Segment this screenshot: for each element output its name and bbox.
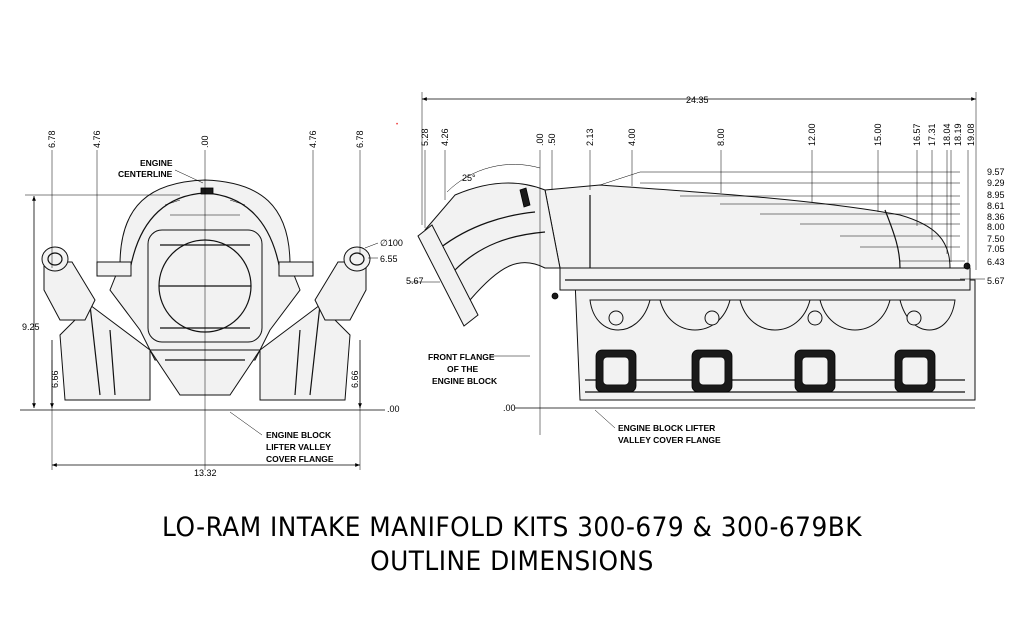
side-dim-7-50: 7.50 (987, 234, 1005, 244)
side-dim-18-04: 18.04 (942, 123, 952, 146)
side-dim-angle: 25° (462, 173, 476, 183)
front-dim-left-side: 6.66 (50, 370, 60, 388)
front-view-dimension-lines (20, 150, 385, 470)
side-dim-zero-top: .00 (535, 133, 545, 146)
front-flange-note-1: ENGINE BLOCK (266, 430, 332, 440)
side-view-ports (589, 299, 956, 393)
drawing-subtitle: OUTLINE DIMENSIONS (370, 546, 654, 577)
side-dim-2-13: 2.13 (585, 128, 595, 146)
side-dim-length: 24.35 (686, 95, 709, 105)
front-dim-width: 13.32 (194, 468, 217, 478)
side-dim-zero: .00 (503, 403, 516, 413)
side-dim-5-28: 5.28 (420, 128, 430, 146)
side-dim-17-31: 17.31 (927, 123, 937, 146)
side-dim-9-57: 9.57 (987, 167, 1005, 177)
side-dim-8-00: 8.00 (987, 222, 1005, 232)
side-dim-4-26: 4.26 (440, 128, 450, 146)
front-dim-zero: .00 (387, 404, 400, 414)
front-flange-note-3: COVER FLANGE (266, 454, 334, 464)
side-dim-19-08: 19.08 (966, 123, 976, 146)
side-dim-8-36: 8.36 (987, 212, 1005, 222)
side-dim-6-43: 6.43 (987, 257, 1005, 267)
side-view: 24.35 5.28 4.26 .00 .50 2.13 4.00 8.00 1… (406, 92, 1005, 445)
front-dim-6-78-left: 6.78 (47, 130, 57, 148)
front-flange-engine-block-note-3: ENGINE BLOCK (432, 376, 498, 386)
side-dim-5-67-left: 5.67 (406, 276, 424, 286)
side-dim-4-00: 4.00 (627, 128, 637, 146)
front-flange-engine-block-note-2: OF THE (447, 364, 478, 374)
side-dim-12-00: 12.00 (807, 123, 817, 146)
front-flange-engine-block-note-1: FRONT FLANGE (428, 352, 495, 362)
side-dim-0-50: .50 (547, 133, 557, 146)
side-dim-15-00: 15.00 (873, 123, 883, 146)
side-dim-8-95: 8.95 (987, 190, 1005, 200)
front-dim-height: 9.25 (22, 322, 40, 332)
front-view: 6.78 4.76 .00 4.76 6.78 ENGINE CENTERLIN… (20, 130, 403, 478)
side-dim-8-61: 8.61 (987, 201, 1005, 211)
front-view-dimension-labels: 6.78 4.76 .00 4.76 6.78 ENGINE CENTERLIN… (22, 130, 403, 478)
side-view-dimension-labels: 24.35 5.28 4.26 .00 .50 2.13 4.00 8.00 1… (406, 95, 1005, 445)
side-flange-note-1: ENGINE BLOCK LIFTER (618, 423, 715, 433)
front-dim-4-76-left: 4.76 (92, 130, 102, 148)
red-mark: • (396, 122, 398, 128)
engine-centerline-label-1: ENGINE (140, 158, 173, 168)
front-dim-centerline-zero: .00 (200, 135, 210, 148)
front-dim-4-76-right: 4.76 (308, 130, 318, 148)
side-dim-7-05: 7.05 (987, 244, 1005, 254)
side-flange-note-2: VALLEY COVER FLANGE (618, 435, 721, 445)
front-dim-diameter: ∅100 (380, 238, 403, 248)
side-dim-8-00: 8.00 (716, 128, 726, 146)
front-view-manifold-body (41, 179, 371, 401)
front-flange-note-2: LIFTER VALLEY (266, 442, 331, 452)
front-dim-right-side: 6.66 (350, 370, 360, 388)
side-view-manifold-body (417, 182, 976, 401)
side-dim-9-29: 9.29 (987, 178, 1005, 188)
drawing-title: LO-RAM INTAKE MANIFOLD KITS 300-679 & 30… (162, 512, 862, 543)
front-dim-6-78-right: 6.78 (355, 130, 365, 148)
side-dim-18-19: 18.19 (953, 123, 963, 146)
engine-centerline-label-2: CENTERLINE (118, 169, 173, 179)
side-dim-5-67-right: 5.67 (987, 276, 1005, 286)
front-dim-port-height: 6.55 (380, 254, 398, 264)
side-dim-16-57: 16.57 (912, 123, 922, 146)
side-view-dimension-lines (410, 92, 985, 435)
